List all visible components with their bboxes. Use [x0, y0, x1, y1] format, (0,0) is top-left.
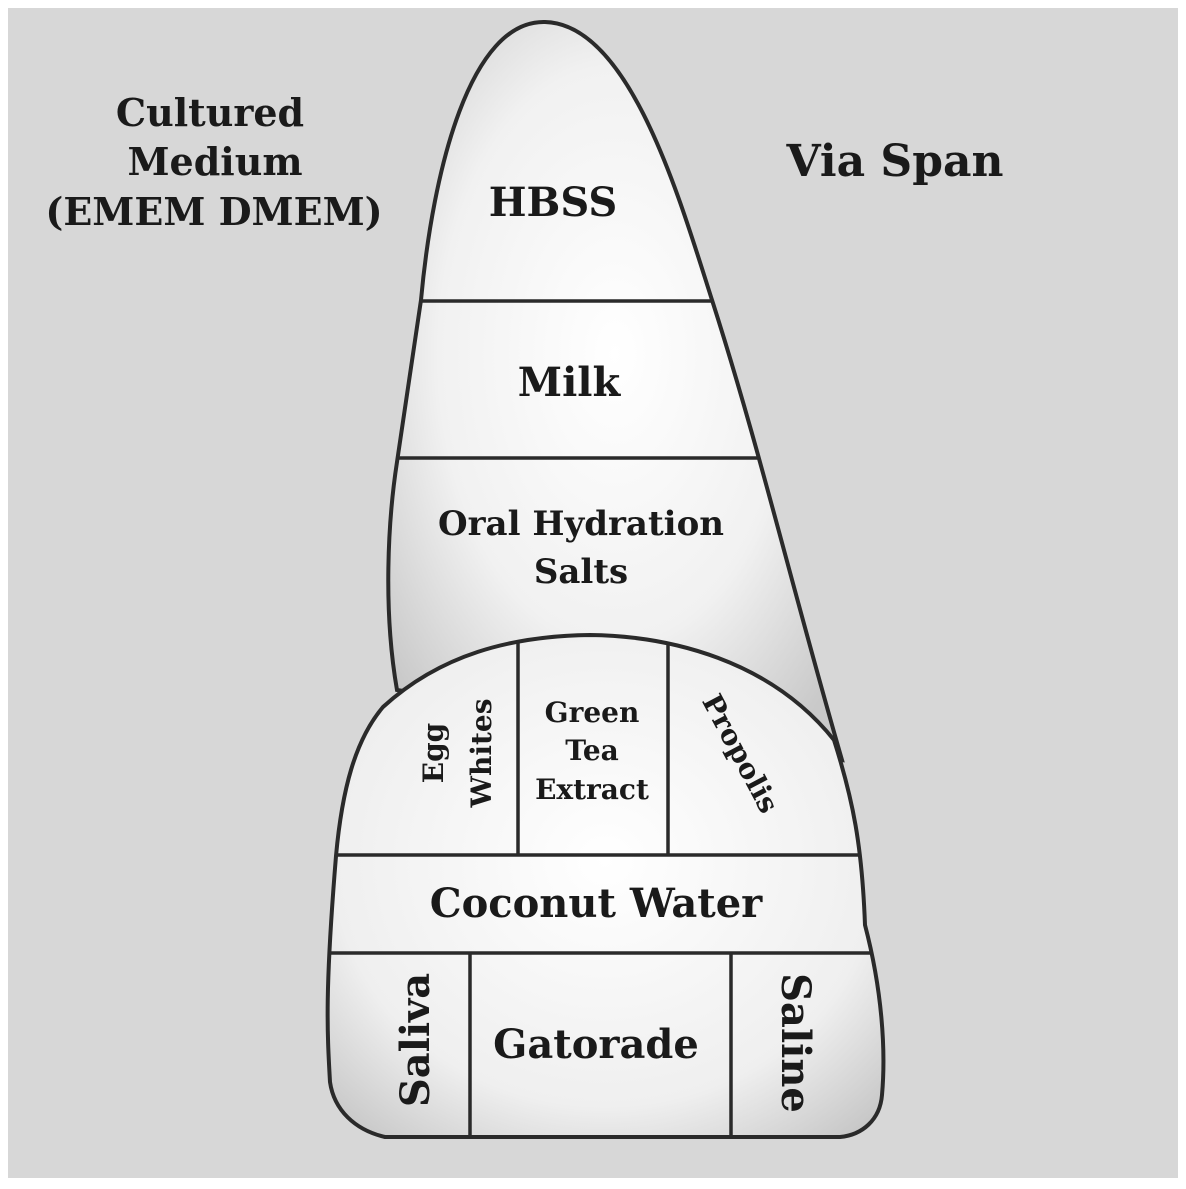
tooth-root-shape	[386, 19, 845, 763]
cultured-medium-line-2: Medium	[127, 139, 302, 184]
cultured-medium-line-3: (EMEM DMEM)	[45, 189, 382, 234]
coconut-water-label: Coconut Water	[430, 880, 763, 927]
gatorade-label: Gatorade	[493, 1021, 699, 1068]
green-tea-line-2: Tea	[565, 734, 619, 767]
saliva-label: Saliva	[392, 973, 439, 1107]
via-span-label: Via Span	[786, 136, 1004, 187]
egg-whites-line-2: Whites	[465, 699, 498, 809]
oral-hydration-line-2: Salts	[534, 552, 628, 592]
tooth-crown-shape	[325, 632, 886, 1139]
saline-label: Saline	[772, 973, 819, 1113]
milk-label: Milk	[518, 359, 622, 406]
green-tea-line-1: Green	[545, 696, 640, 729]
egg-whites-line-1: Egg	[417, 723, 450, 784]
cultured-medium-line-1: Cultured	[116, 90, 304, 135]
hbss-label: HBSS	[489, 179, 618, 226]
oral-hydration-line-1: Oral Hydration	[438, 504, 724, 544]
green-tea-line-3: Extract	[535, 773, 649, 806]
